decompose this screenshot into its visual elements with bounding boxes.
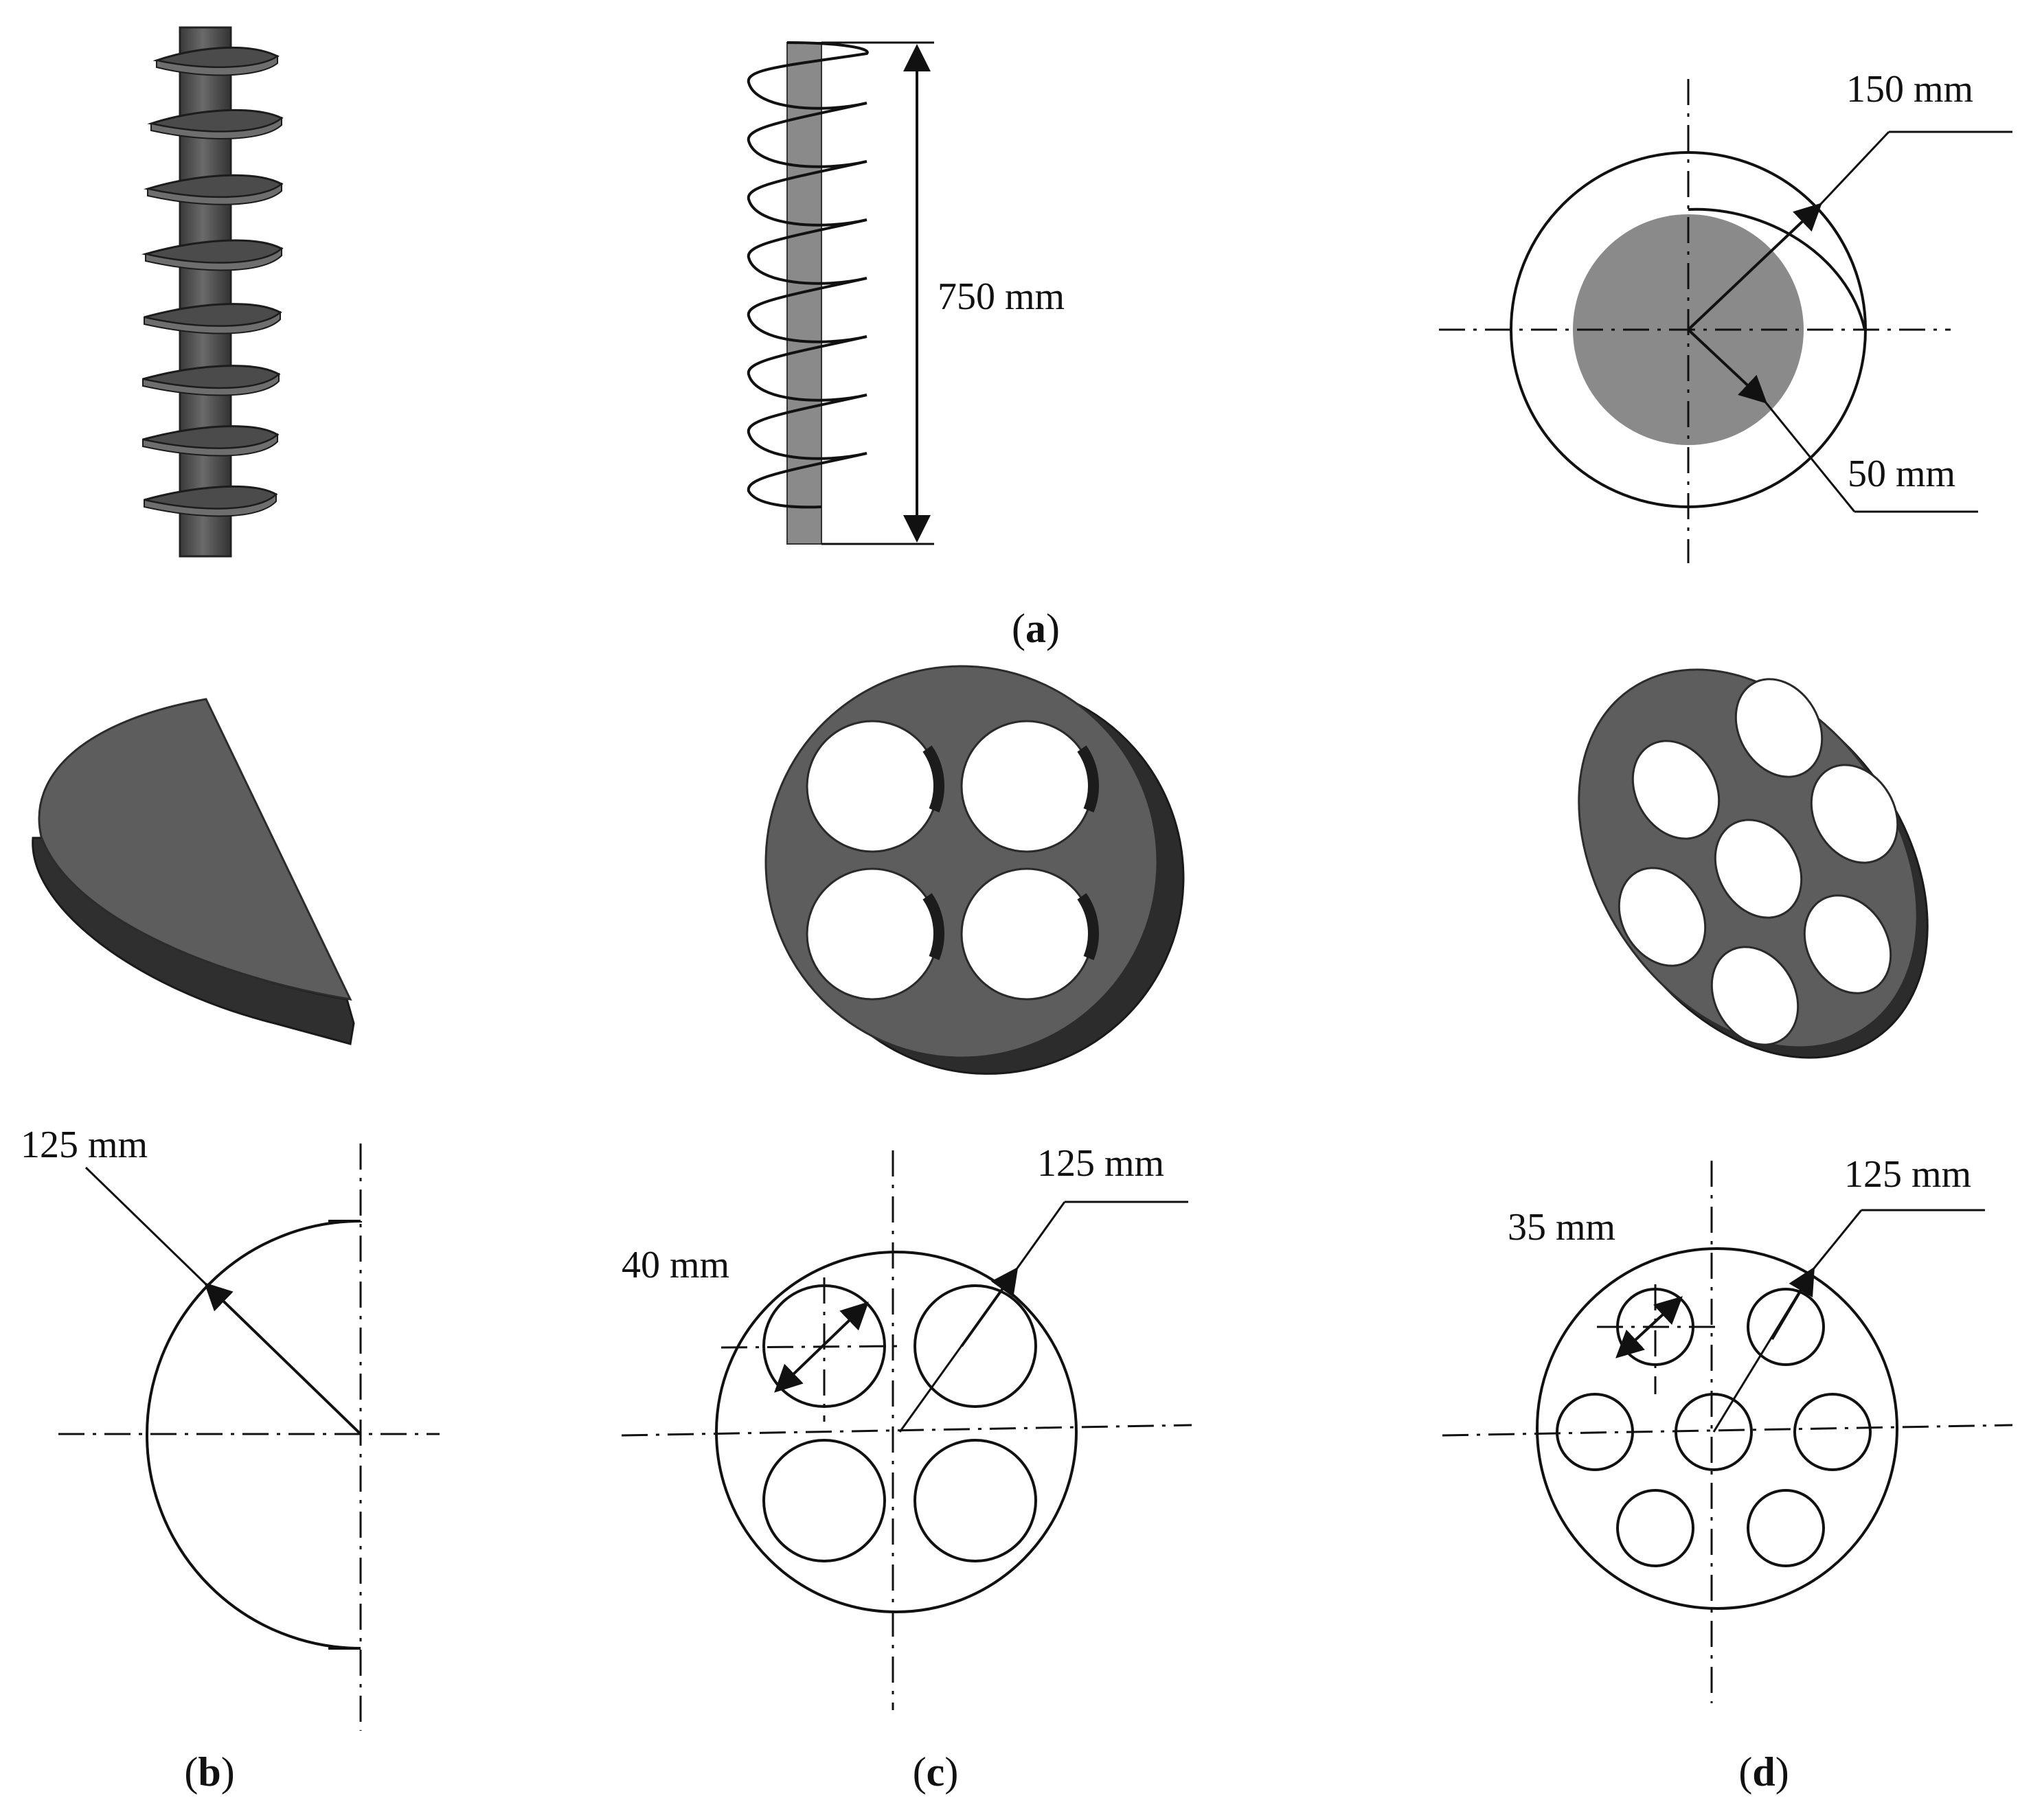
auger-cross-section: 150 mm 50 mm [1439,68,2012,563]
four-hole-plate-3d [764,665,1185,1075]
length-label: 750 mm [938,275,1065,318]
panel-c: 40 mm 125 mm (c) [621,665,1192,1795]
hole-label: 40 mm [622,1244,729,1286]
panel-b: 125 mm (b) [21,698,440,1795]
caption-c: (c) [913,1749,959,1795]
caption-b: (b) [184,1749,234,1795]
seven-hole-plate-drawing: 35 mm 125 mm [1442,1153,2013,1703]
panel-a: 750 mm 150 mm 50 mm (a) [141,26,2012,651]
seven-hole-plate-3d [1578,668,1929,1059]
helix-side-view: 750 mm [747,41,1065,545]
caption-a: (a) [1012,606,1060,651]
hole-label: 35 mm [1508,1206,1615,1249]
radius-label: 125 mm [1844,1153,1971,1196]
panel-d: 35 mm 125 mm (d) [1442,668,2013,1795]
screw-auger-3d [141,26,284,558]
radius-label: 125 mm [21,1124,148,1166]
caption-d: (d) [1738,1749,1789,1795]
four-hole-plate-drawing: 40 mm 125 mm [621,1142,1192,1710]
half-disc-3d [32,698,355,1045]
outer-radius-label: 150 mm [1846,68,1973,111]
inner-radius-label: 50 mm [1848,453,1955,495]
radius-label: 125 mm [1037,1142,1164,1185]
half-disc-drawing: 125 mm [21,1124,440,1731]
